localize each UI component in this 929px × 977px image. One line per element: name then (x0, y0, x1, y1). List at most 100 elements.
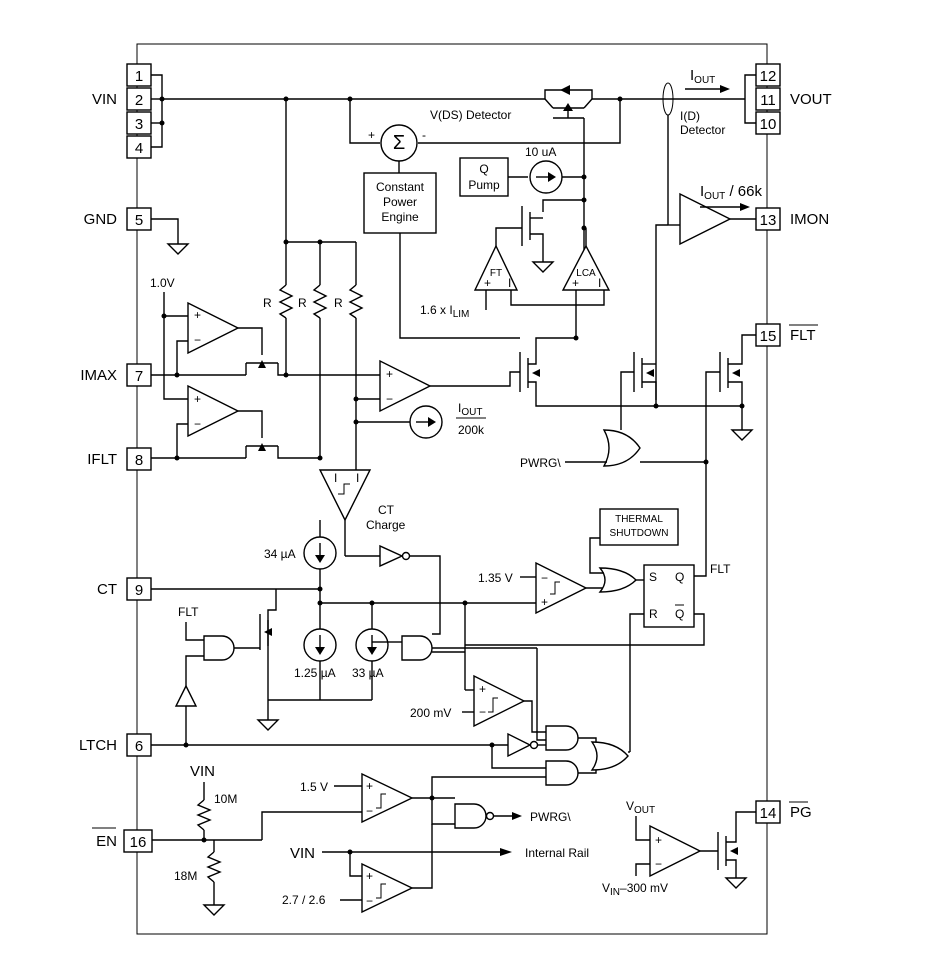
svg-text:+: + (366, 869, 373, 883)
q-pump-line-1: Q (479, 162, 488, 176)
svg-text:−: − (541, 571, 548, 585)
latch-logic (151, 725, 630, 800)
pin-1: 1 (135, 68, 143, 85)
pwrg-input-label: PWRG\ (520, 456, 561, 470)
pin-2: 2 (135, 92, 143, 109)
svg-text:+: + (484, 276, 491, 290)
pwrg-output-label: PWRG\ (530, 810, 571, 824)
resistor-ladder: R R R (263, 99, 380, 470)
pin-10: 10 (760, 116, 777, 133)
pin-label-vin: VIN (92, 91, 117, 108)
vin-rail-label: VIN (290, 845, 315, 862)
sr-q: Q (675, 570, 684, 584)
iout-200k-label: IOUT (458, 401, 482, 418)
pin-vout-group: 12 11 10 VOUT (744, 63, 832, 135)
pin-label-imax: IMAX (80, 367, 117, 384)
q-pump: Q Pump 10 uA (459, 145, 587, 197)
id-detector-label-2: Detector (680, 123, 725, 137)
vout-ref-label: VOUT (626, 799, 655, 816)
svg-text:-: - (422, 128, 426, 142)
pin-14: 14 (760, 805, 777, 822)
imon-ratio-label: IOUT / 66k (700, 183, 762, 202)
pin-pg-group: 14 PG (755, 800, 812, 824)
svg-text:−: − (479, 705, 486, 719)
pin-gnd-group: 5 GND (84, 207, 190, 255)
svg-text:−: − (655, 857, 662, 871)
svg-text:−: − (194, 417, 201, 431)
resistor-r3-label: R (334, 296, 343, 310)
cpe-line-2: Power (383, 195, 417, 209)
pin-15: 15 (760, 328, 777, 345)
pin-13: 13 (760, 212, 777, 229)
sr-r: R (649, 607, 658, 621)
svg-text:+: + (368, 128, 375, 142)
imon-amplifier: IOUT / 66k (668, 183, 762, 246)
pin-label-gnd: GND (84, 211, 118, 228)
comparator-1-35v: 1.35 V − + (478, 537, 644, 615)
ground-icon (202, 904, 226, 916)
svg-text:I: I (508, 276, 511, 290)
iflt-circuit: + − (151, 384, 320, 461)
id-detector-label-1: I(D) (680, 109, 700, 123)
ilim-label: 1.6 x ILIM (420, 303, 469, 320)
pin-label-ltch: LTCH (79, 737, 117, 754)
pin-6: 6 (135, 738, 143, 755)
svg-text:−: − (366, 804, 373, 818)
iout-arrow-label: IOUT (690, 67, 715, 86)
pin-imon-group: 13 IMON (755, 207, 829, 231)
current-limit-amp: + − IOUT 200k (356, 359, 520, 439)
pin-label-flt: FLT (790, 327, 816, 344)
internal-rail-label: Internal Rail (525, 846, 589, 860)
pin-11: 11 (760, 92, 776, 109)
pin-label-imon: IMON (790, 211, 829, 228)
r10m-label: 10M (214, 792, 237, 806)
pin-16: 16 (130, 834, 147, 851)
ft-label: FT (490, 268, 502, 279)
comparator-200mv: + − 200 mV (410, 603, 546, 733)
ct-comparator: I I CT Charge (318, 469, 441, 635)
svg-text:+: + (194, 392, 201, 406)
v135-label: 1.35 V (478, 571, 513, 585)
current-33ua-label: 33 µA (352, 666, 384, 680)
v200-label: 200 mV (410, 706, 451, 720)
pin-3: 3 (135, 116, 143, 133)
current-10ua-label: 10 uA (525, 145, 556, 159)
pin-4: 4 (135, 140, 143, 157)
sr-qbar: Q (675, 607, 684, 621)
ground-icon (724, 877, 748, 889)
pin-8: 8 (135, 452, 143, 469)
pin-5: 5 (135, 212, 143, 229)
thermal-line-2: SHUTDOWN (610, 528, 669, 539)
ground-icon (256, 719, 280, 731)
svg-text:+: + (366, 779, 373, 793)
pin-iflt-group: 8 IFLT (87, 447, 152, 471)
pin-ct-group: 9 CT (97, 577, 152, 601)
svg-text:+: + (479, 682, 486, 696)
vin-ref-label: VIN–300 mV (602, 881, 668, 898)
flt-output-label: FLT (710, 562, 731, 576)
flt-input-label: FLT (178, 605, 199, 619)
pin-7: 7 (135, 368, 143, 385)
imax-circuit: 1.0V + − (150, 276, 286, 400)
pin-12: 12 (760, 68, 777, 85)
or-gate-pwrg: PWRG\ (520, 420, 709, 470)
output-fets (519, 334, 756, 462)
pin-label-iflt: IFLT (87, 451, 117, 468)
vds-detector-label: V(DS) Detector (430, 108, 511, 122)
svg-text:−: − (366, 894, 373, 908)
pin-ltch-group: 6 LTCH (79, 733, 152, 757)
ct-discharge: FLT (174, 589, 280, 748)
svg-text:+: + (541, 595, 548, 609)
pin-vin-group: 1 2 3 4 VIN (92, 63, 165, 159)
cpe-line-3: Engine (381, 210, 419, 224)
sr-s: S (649, 570, 657, 584)
comparator-1-5v: 1.5 V + − PWRG\ (300, 772, 571, 829)
pin-imax-group: 7 IMAX (80, 363, 152, 387)
svg-text:+: + (386, 367, 393, 381)
svg-text:+: + (572, 276, 579, 290)
v15-label: 1.5 V (300, 780, 328, 794)
pin-label-vout: VOUT (790, 91, 832, 108)
ground-icon (531, 261, 555, 273)
resistor-r1-label: R (263, 296, 272, 310)
thermal-line-1: THERMAL (615, 514, 663, 525)
